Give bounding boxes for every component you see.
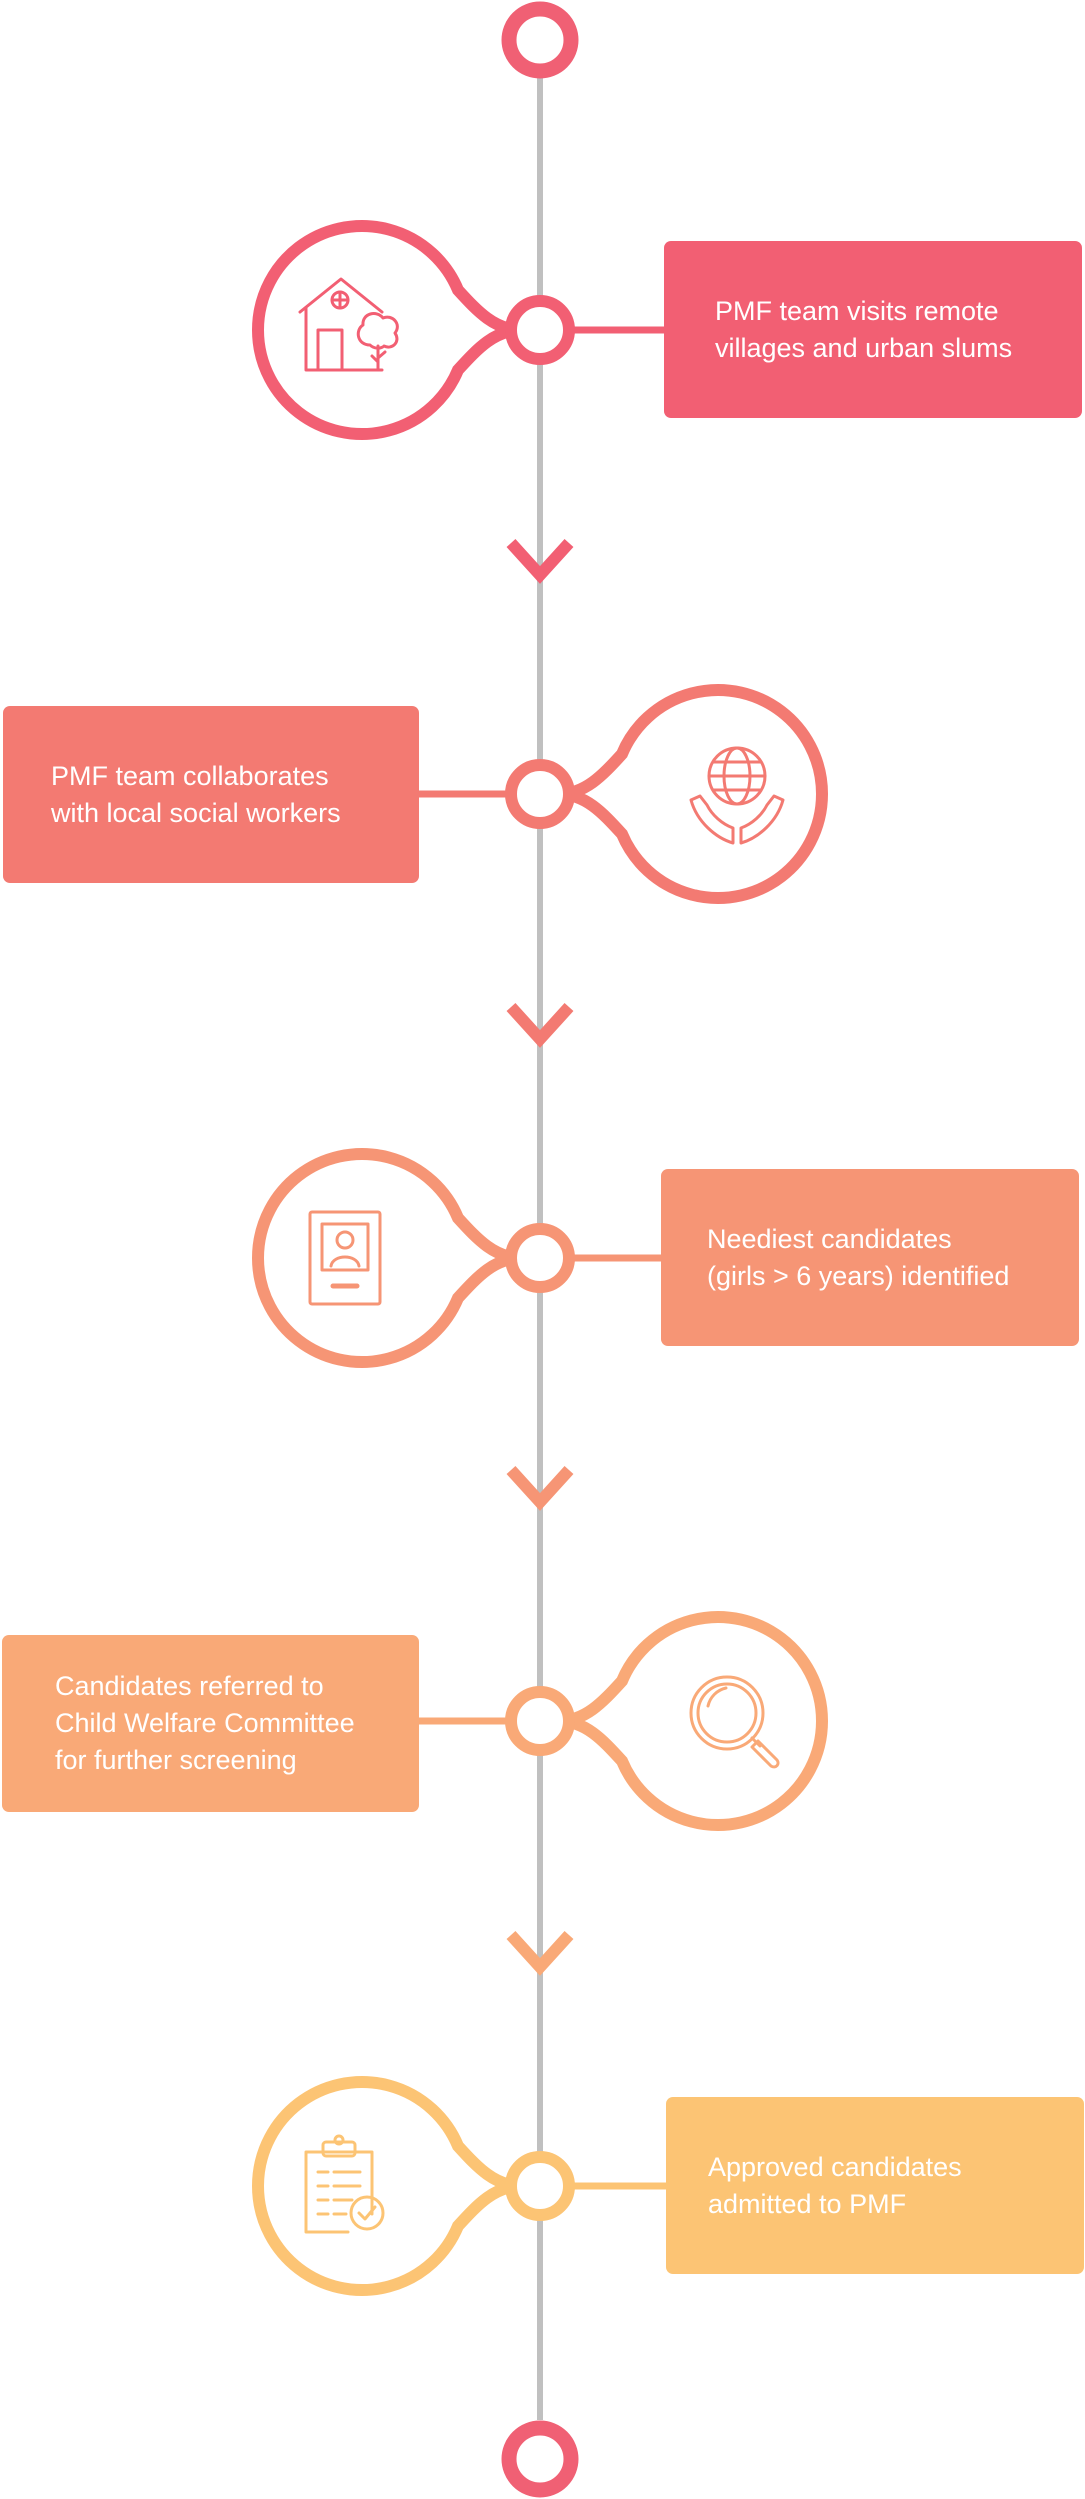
step-1-node-circle bbox=[505, 295, 575, 365]
step-5-text: Approved candidates admitted to PMF bbox=[708, 2151, 962, 2219]
clipboard-check-icon bbox=[304, 2134, 385, 2234]
step-1-node bbox=[252, 220, 664, 440]
step-2-bubble bbox=[558, 684, 828, 904]
step-3-box: Neediest candidates (girls > 6 years) id… bbox=[661, 1169, 1079, 1346]
step-arrow-4 bbox=[506, 1930, 574, 1976]
step-3-node-circle bbox=[505, 1223, 575, 1293]
step-5-node-circle bbox=[505, 2151, 575, 2221]
step-5-box: Approved candidates admitted to PMF bbox=[666, 2097, 1084, 2274]
step-1-box: PMF team visits remote villages and urba… bbox=[664, 241, 1082, 418]
step-arrow-2 bbox=[506, 1002, 574, 1048]
step-1-text: PMF team visits remote villages and urba… bbox=[715, 295, 1013, 363]
step-5-node bbox=[252, 2076, 666, 2296]
step-arrow-1 bbox=[506, 538, 574, 584]
globe-in-hands-icon bbox=[689, 746, 785, 845]
step-2-node bbox=[419, 684, 828, 904]
timeline-end-cap bbox=[501, 2420, 579, 2498]
id-card-portrait-icon bbox=[308, 1210, 382, 1306]
house-with-tree-icon bbox=[298, 277, 399, 372]
step-4-text: Candidates referred to Child Welfare Com… bbox=[55, 1671, 355, 1775]
step-2-box: PMF team collaborates with local social … bbox=[3, 706, 419, 883]
step-2-node-circle bbox=[505, 759, 575, 829]
timeline-start-cap bbox=[501, 1, 579, 79]
step-4-box: Candidates referred to Child Welfare Com… bbox=[2, 1635, 419, 1812]
step-3-bubble bbox=[252, 1148, 522, 1368]
step-2-text: PMF team collaborates with local social … bbox=[51, 760, 341, 828]
step-5-bubble bbox=[252, 2076, 522, 2296]
magnifying-glass-icon bbox=[689, 1675, 780, 1769]
step-3-text: Neediest candidates (girls > 6 years) id… bbox=[707, 1223, 1010, 1291]
step-arrow-3 bbox=[506, 1465, 574, 1511]
step-4-node-circle bbox=[505, 1686, 575, 1756]
step-1-bubble bbox=[252, 220, 522, 440]
step-3-node bbox=[252, 1148, 661, 1368]
step-4-node bbox=[419, 1611, 828, 1831]
